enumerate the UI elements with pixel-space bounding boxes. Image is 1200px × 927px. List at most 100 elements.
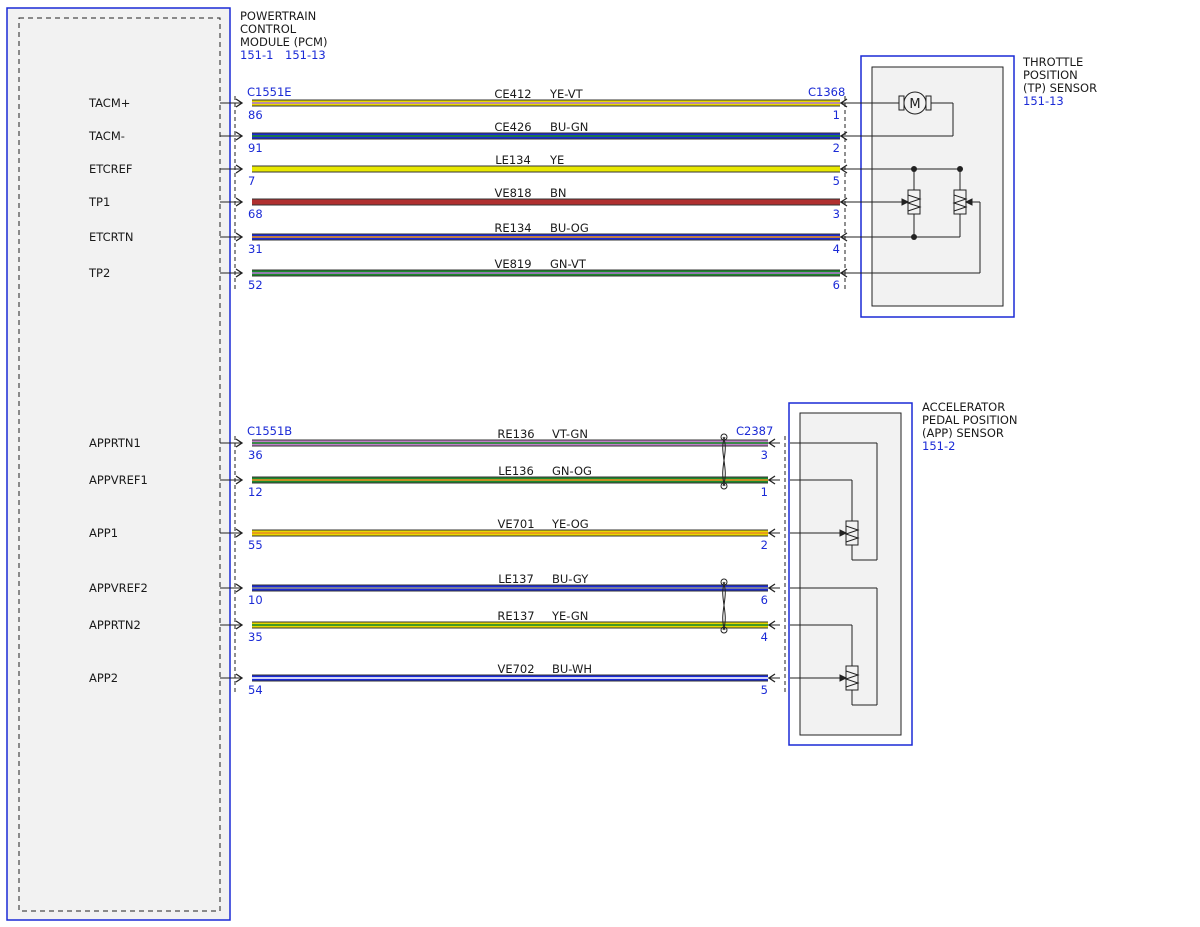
sensor-pin-number: 1 <box>761 485 768 499</box>
sensor-pin-arrow <box>839 197 848 207</box>
etcref-junction-1 <box>911 166 917 172</box>
sensor-pin-number: 5 <box>761 683 768 697</box>
color-code-label: GN-VT <box>550 257 587 271</box>
wire-tracer <box>252 532 768 534</box>
color-code-label: BU-WH <box>552 662 592 676</box>
wire-tracer <box>252 479 768 481</box>
sensor-pin-arrow <box>767 583 776 593</box>
signal-label: APPRTN2 <box>89 618 141 632</box>
tp-title-line-1: THROTTLE <box>1022 55 1083 69</box>
connector-c2387: C2387 <box>736 424 773 438</box>
signal-label: TP1 <box>88 195 110 209</box>
pcm-pin-arrow <box>235 164 244 174</box>
signal-label: APPRTN1 <box>89 436 141 450</box>
pcm-pin-arrow <box>235 438 244 448</box>
pcm-pin-number: 12 <box>248 485 263 499</box>
circuit-label: LE136 <box>498 464 534 478</box>
twist-1-top <box>720 433 728 441</box>
color-code-label: VT-GN <box>552 427 588 441</box>
circuit-label: LE134 <box>495 153 531 167</box>
signal-label: APPVREF2 <box>89 581 148 595</box>
sensor-pin-number: 4 <box>761 630 768 644</box>
wire-tracer <box>252 677 768 679</box>
tp-ref: 151-13 <box>1023 94 1064 108</box>
circuit-label: VE819 <box>494 257 531 271</box>
pcm-pin-arrow <box>235 268 244 278</box>
signal-label: ETCREF <box>89 162 133 176</box>
circuit-label: CE412 <box>494 87 531 101</box>
pcm-pin-arrow <box>235 232 244 242</box>
sensor-pin-arrow <box>767 673 776 683</box>
sensor-pin-arrow <box>767 438 776 448</box>
wire-tracer <box>252 102 840 104</box>
pcm-pin-arrow <box>235 583 244 593</box>
app-title-line-2: PEDAL POSITION <box>922 413 1018 427</box>
color-code-label: YE-OG <box>551 517 589 531</box>
sensor-pin-number: 1 <box>833 108 840 122</box>
tp-sensor-inner <box>871 66 1004 307</box>
connector-c1551e: C1551E <box>247 85 292 99</box>
pcm-title-line-2: CONTROL <box>240 22 297 36</box>
tp-title-line-3: (TP) SENSOR <box>1023 81 1097 95</box>
pcm-pin-number: 55 <box>248 538 263 552</box>
pcm-pin-number: 7 <box>248 174 255 188</box>
color-code-label: BU-OG <box>550 221 589 235</box>
pcm-ref-2: 151-13 <box>285 48 326 62</box>
pot-a-zigzag <box>844 525 860 543</box>
app1-wiper-arrow <box>839 529 848 537</box>
tp2-wiper-arrow <box>964 198 973 206</box>
color-code-label: YE <box>549 153 564 167</box>
circuit-label: RE136 <box>497 427 534 441</box>
tp1-wiper-arrow <box>901 198 910 206</box>
wire-tracer <box>252 168 840 170</box>
wire-tracer <box>252 587 768 589</box>
color-code-label: YE-GN <box>551 609 588 623</box>
pcm-pin-number: 36 <box>248 448 263 462</box>
pot-b-zigzag <box>844 670 860 688</box>
wire-tracer <box>252 201 840 203</box>
motor-icon <box>903 91 927 115</box>
sensor-pin-number: 3 <box>833 207 840 221</box>
signal-label: TACM- <box>88 129 125 143</box>
sensor-pin-number: 6 <box>761 593 768 607</box>
app-ref: 151-2 <box>922 439 955 453</box>
color-code-label: BN <box>550 186 567 200</box>
circuit-label: VE818 <box>494 186 531 200</box>
sensor-pin-arrow <box>839 268 848 278</box>
signal-label: TACM+ <box>88 96 130 110</box>
etcrtn-junction <box>911 234 917 240</box>
wire-tracer <box>252 236 840 238</box>
pcm-pin-arrow <box>235 475 244 485</box>
app-sensor-internals <box>790 442 878 706</box>
twist-2-bottom <box>720 626 728 634</box>
sensor-pin-number: 3 <box>761 448 768 462</box>
color-code-label: BU-GN <box>550 120 588 134</box>
color-code-label: GN-OG <box>552 464 592 478</box>
pcm-pin-arrow <box>235 528 244 538</box>
pcm-pin-arrow <box>235 98 244 108</box>
signal-label: APPVREF1 <box>89 473 148 487</box>
pcm-module-box <box>6 7 231 921</box>
pcm-title-line-1: POWERTRAIN <box>240 9 316 23</box>
sensor-pin-number: 5 <box>833 174 840 188</box>
motor-brush-left <box>898 95 905 111</box>
sensor-pin-arrow <box>767 475 776 485</box>
pcm-pin-number: 91 <box>248 141 263 155</box>
signal-label: APP1 <box>89 526 118 540</box>
signal-label: APP2 <box>89 671 118 685</box>
motor-label: M <box>909 97 920 112</box>
color-code-label: YE-VT <box>549 87 584 101</box>
pcm-pin-number: 52 <box>248 278 263 292</box>
twist-1-bottom <box>720 482 728 490</box>
circuit-label: CE426 <box>494 120 531 134</box>
sensor-pin-number: 2 <box>833 141 840 155</box>
pot2-zigzag <box>952 194 968 212</box>
app2-wiper-arrow <box>839 674 848 682</box>
motor-brush-right <box>925 95 932 111</box>
tp-title-line-2: POSITION <box>1023 68 1078 82</box>
pcm-pin-number: 68 <box>248 207 263 221</box>
twisted-pair-1 <box>720 433 728 490</box>
circuit-label: VE702 <box>497 662 534 676</box>
